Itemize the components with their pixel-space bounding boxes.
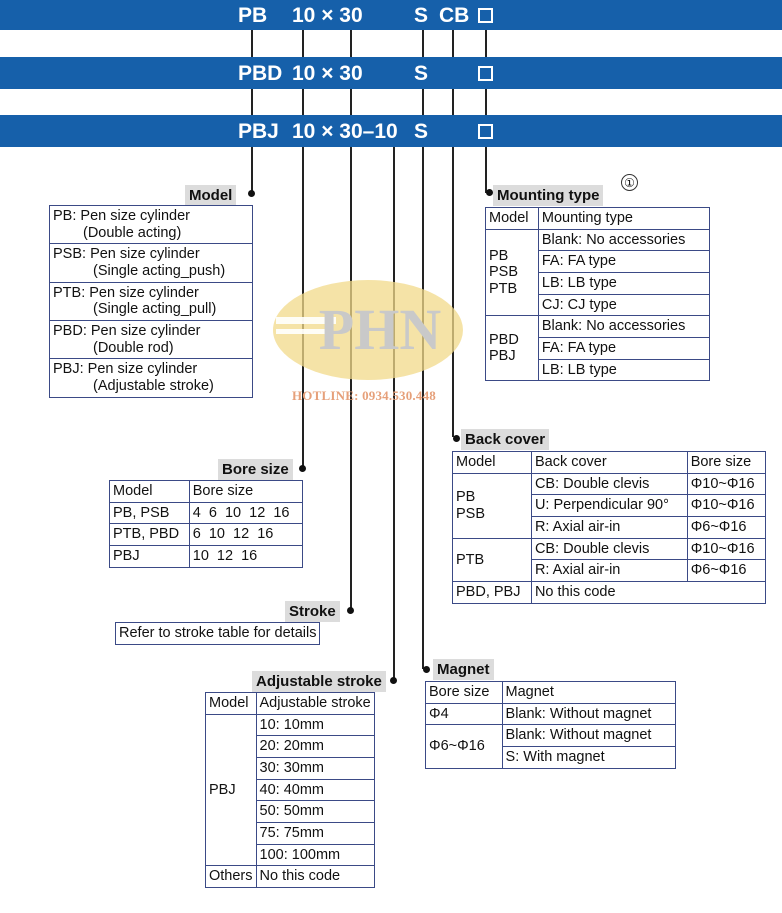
table-row: PSB: Pen size cylinder(Single acting_pus… [49, 243, 253, 283]
table-row: PBJ: Pen size cylinder(Adjustable stroke… [49, 358, 253, 398]
watermark-logo: PHN [268, 265, 468, 405]
code3-mount-box [478, 124, 493, 139]
table-row: PTB: Pen size cylinder(Single acting_pul… [49, 281, 253, 322]
model-table: PB: Pen size cylinder(Double acting) PSB… [49, 204, 253, 398]
code3-model: PBJ [238, 120, 279, 143]
table-row: FA: FA type [486, 250, 711, 274]
code2-magnet: S [414, 62, 429, 85]
model-label: Model [185, 185, 237, 206]
leader-bore [302, 30, 304, 57]
table-row: Refer to stroke table for details [114, 622, 321, 645]
code1-size: 10 × 30 [292, 4, 363, 27]
leader-model [251, 30, 253, 57]
code-bar-1 [0, 0, 782, 30]
watermark-hotline: HOTLINE: 0934.530.448 [292, 388, 436, 403]
code-bar-2 [0, 57, 782, 89]
code2-model: PBD [238, 62, 283, 85]
back-cover-label: Back cover [461, 429, 550, 450]
table-row: PB: Pen size cylinder(Double acting) [49, 204, 253, 245]
table-row: 30: 30mm [206, 757, 375, 780]
magnet-label: Magnet [433, 659, 494, 680]
leader-stroke [350, 30, 352, 57]
code3-size: 10 × 30–10 [292, 120, 398, 143]
code1-magnet: S [414, 4, 429, 27]
table-row: LB: LB type [486, 358, 711, 382]
code1-model: PB [238, 4, 268, 27]
code1-back: CB [439, 4, 470, 27]
code2-mount-box [478, 66, 493, 81]
code-bar-3 [0, 115, 782, 147]
table-row: CJ: CJ type [486, 293, 711, 317]
table-row: PBD: Pen size cylinder(Double rod) [49, 320, 253, 360]
stroke-label: Stroke [285, 601, 340, 622]
logo-text: PHN [319, 297, 442, 362]
leader-back [452, 30, 454, 57]
logo-ellipse-icon: PHN [273, 280, 463, 380]
stroke-table: Refer to stroke table for details [114, 622, 321, 645]
table-row: Φ6~Φ16 Blank: Without magnet [425, 724, 677, 769]
adjustable-label: Adjustable stroke [252, 671, 386, 692]
note-number-icon: ① [621, 174, 638, 191]
leader-mount [485, 30, 487, 57]
table-row: U: Perpendicular 90°Φ10~Φ16 [453, 494, 767, 518]
code3-magnet: S [414, 120, 429, 143]
table-row: S: With magnet [426, 746, 677, 769]
code1-mount-box [478, 8, 493, 23]
code2-size: 10 × 30 [292, 62, 363, 85]
bore-label: Bore size [218, 459, 293, 480]
mounting-label: Mounting type [493, 185, 604, 206]
leader-adjustable [393, 147, 395, 679]
leader-magnet [422, 30, 424, 57]
